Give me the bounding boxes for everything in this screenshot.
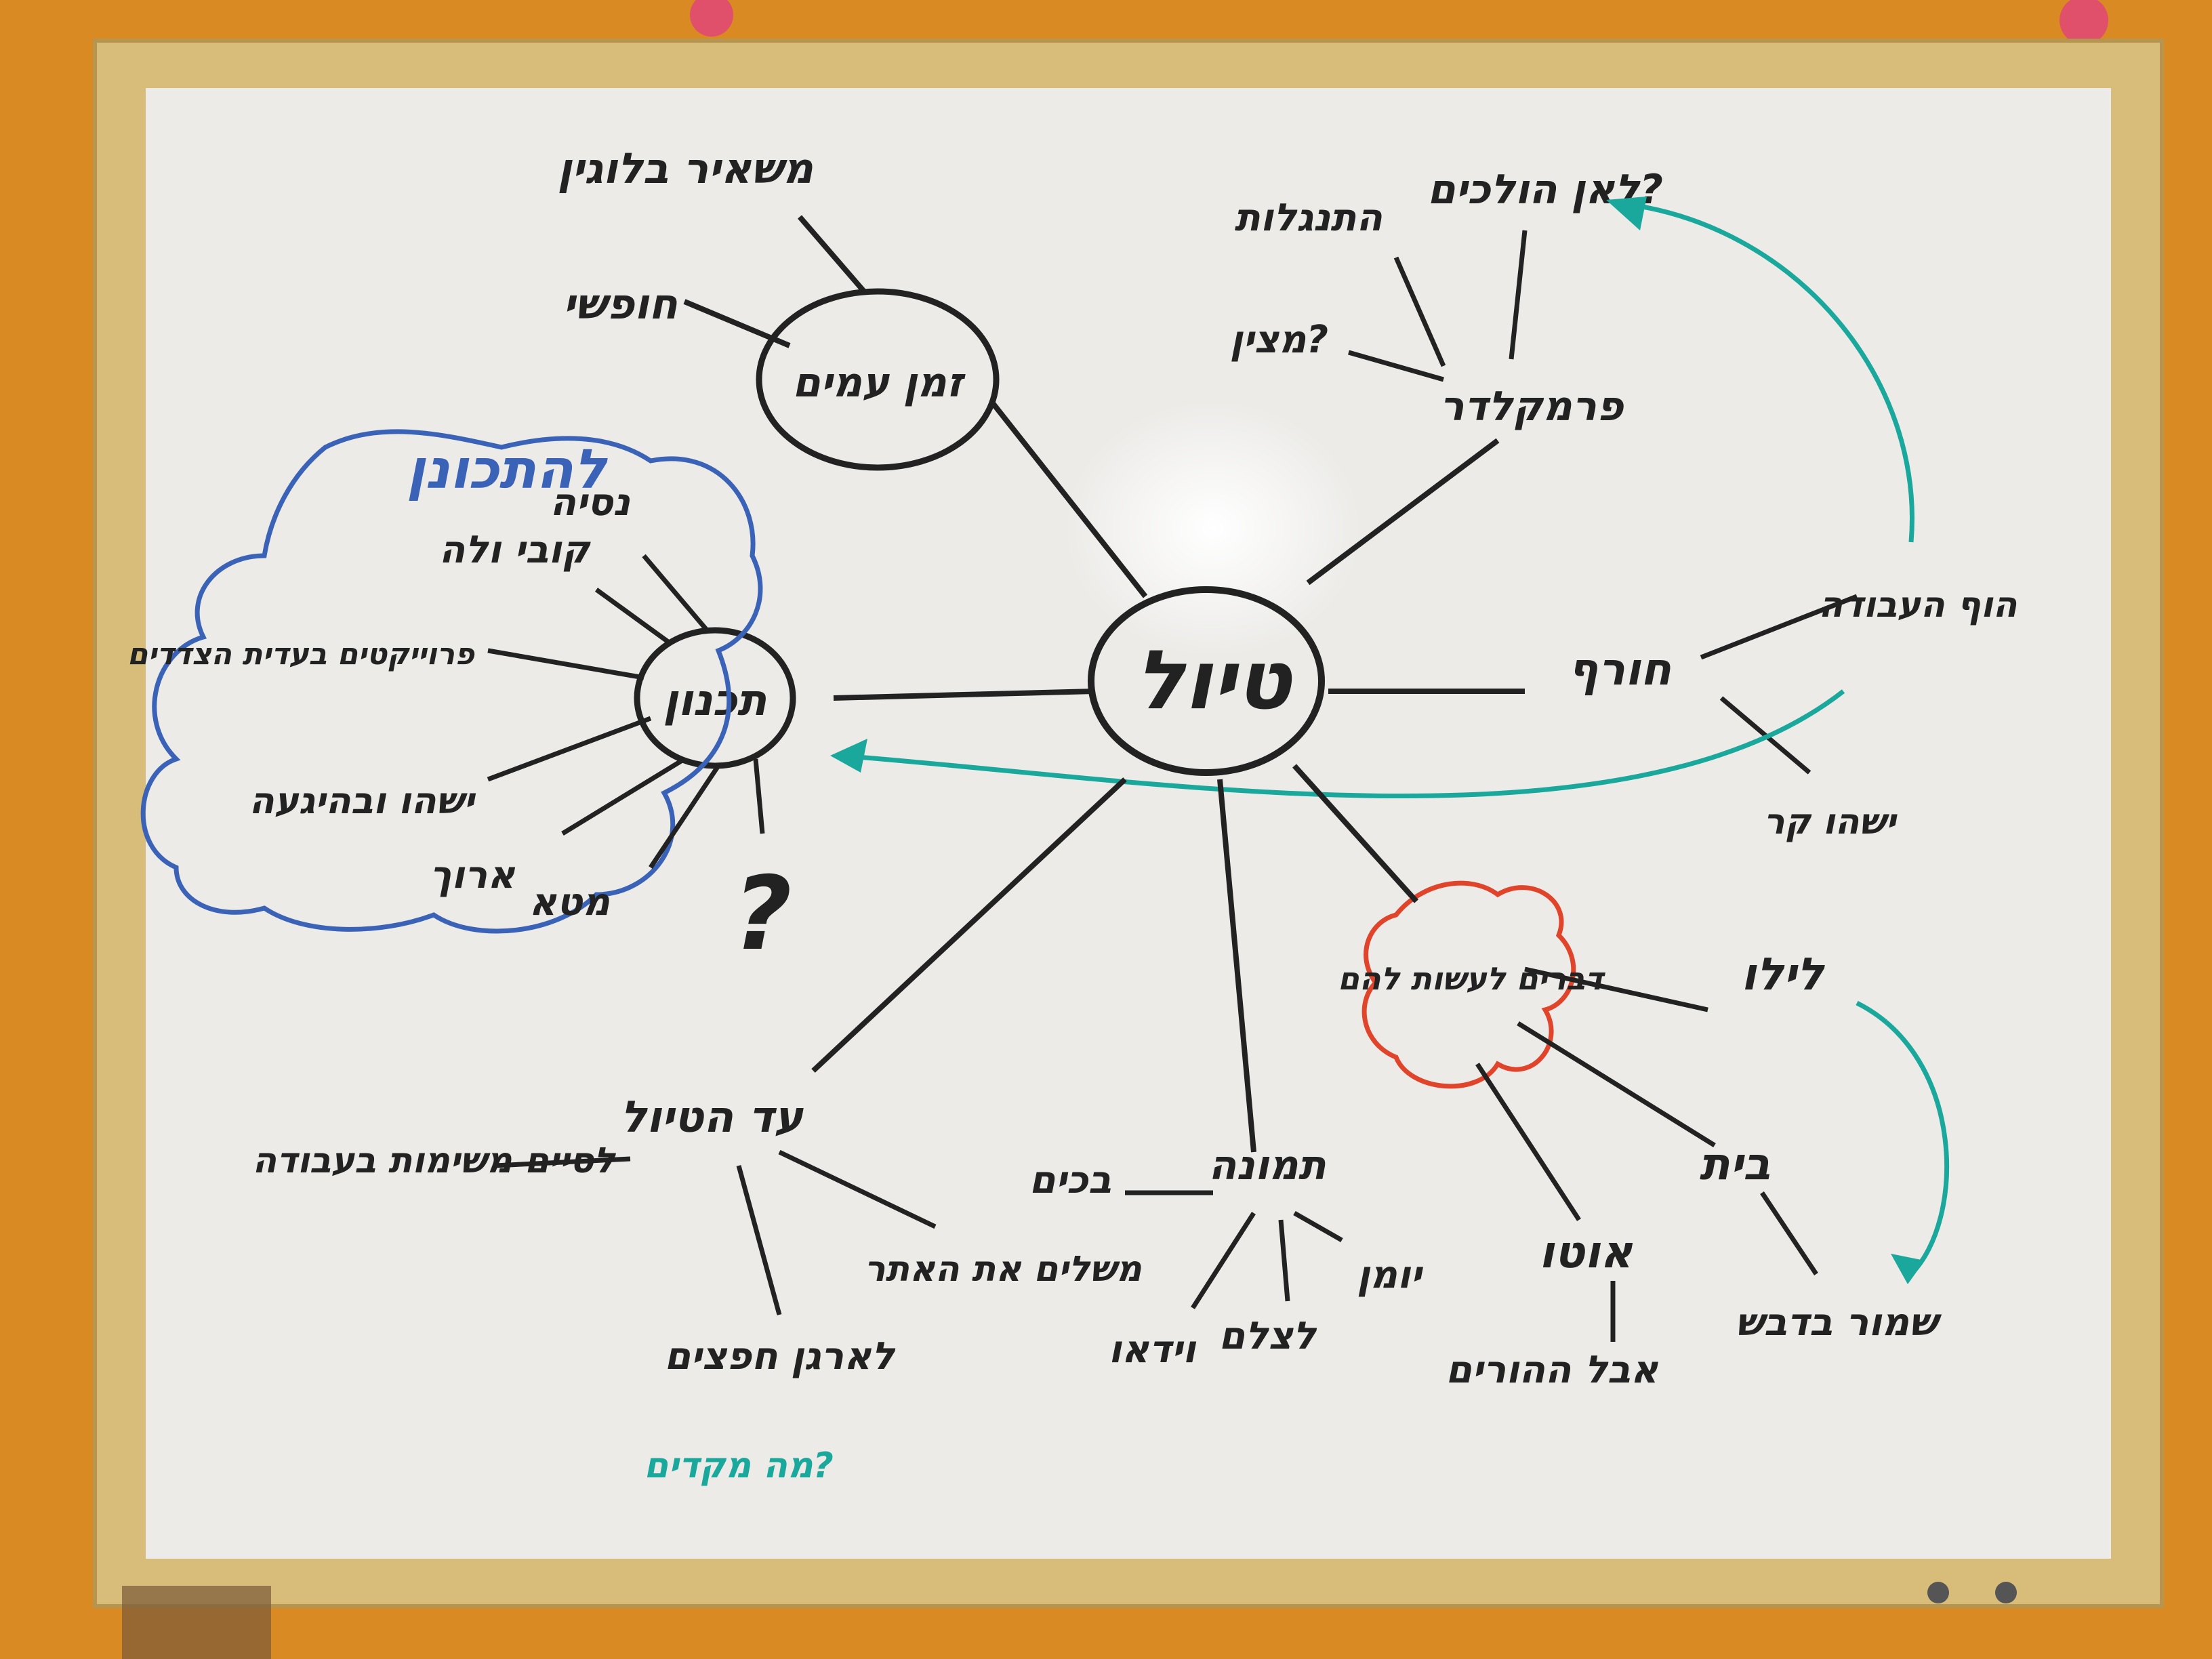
pin-left [690,0,733,37]
end-child-2: לארגן חפצים [664,1334,896,1378]
prep-label: פרמקלדר [1440,383,1624,430]
time-child-2: חופשי [563,279,678,329]
things-child-2: בית [1700,1138,1771,1190]
hotel-child-2: ישהו קר [1763,802,1898,842]
end-child-3: משלים את האתר [864,1249,1143,1290]
planning-cloud [140,429,763,934]
extra-child-1: שמור בדבש [1736,1300,1942,1345]
hotel-label: חורף [1568,643,1671,695]
equip2-child-2: יומן [1357,1253,1423,1297]
prep-child-1: מצין? [1230,318,1328,362]
equip2-label: תמונה [1208,1142,1326,1189]
equip2-child-1: בכים [1029,1158,1111,1202]
end-child-1: לסיים משימות בעבודה [253,1141,616,1181]
planning-child-2: קובי ולה [439,528,591,572]
planning-child-1: נסיה [550,480,631,525]
teal-note: מה מקדים? [644,1446,834,1486]
end-label: עד הטיול [620,1092,804,1143]
things-child-1: לילו [1741,948,1825,1000]
things-child-3: אוטו [1539,1226,1633,1278]
planning-child-3: פרוייקטים בעדית הצדדים [127,637,475,672]
planning-node [634,627,796,769]
center-node [1088,586,1325,776]
time-label: זמן עמים [792,359,966,407]
center-label: טיול [1135,634,1294,728]
time-node [756,288,1000,471]
prep-child-2: התנגלות [1235,196,1382,240]
pin-right [2060,0,2108,45]
extra-child-2: אבל ההורים [1446,1348,1658,1392]
cloud-title: להתכונן [407,438,608,501]
planning-question: ? [733,855,792,973]
board-surface [146,88,2111,1559]
hotel-child-1: הוף העבודה [1819,585,2018,626]
planning-child-4: ישהו ובהיגעה [249,779,477,822]
things-cloud [1361,880,1576,1089]
equip2-child-4: וידאו [1109,1328,1197,1372]
time-child-1: משאיר בלוגין [558,144,815,193]
planning-label: תכנון [663,676,767,726]
planning-child-5: ארוך [430,853,515,897]
planning-child-6: מטא [529,880,611,924]
equip2-child-3: לצלם [1218,1314,1317,1358]
